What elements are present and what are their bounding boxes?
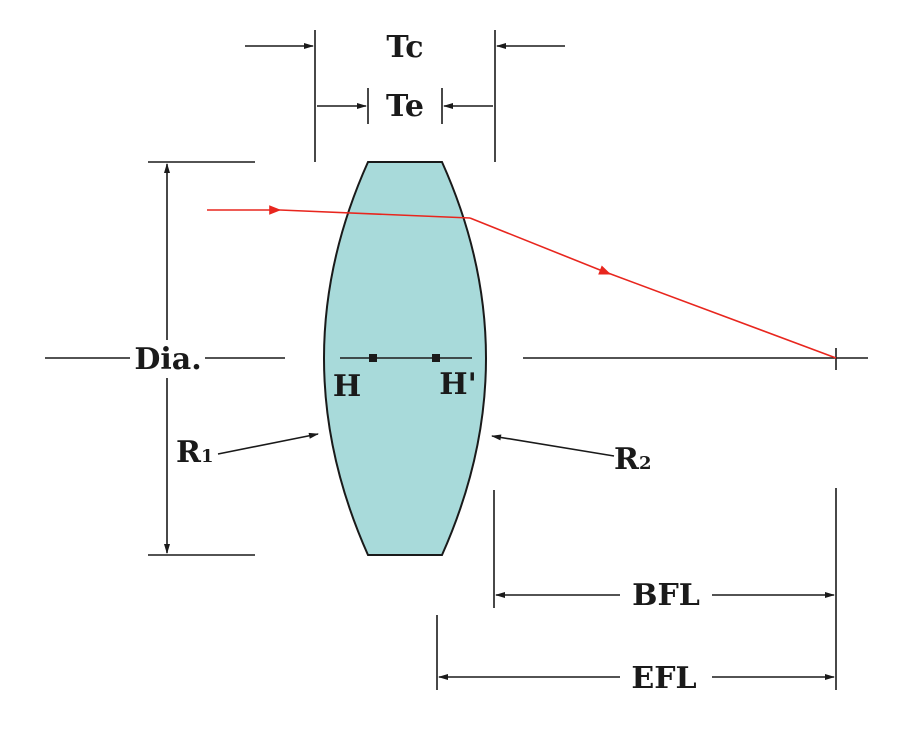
h-label: H xyxy=(333,369,361,404)
te-label: Te xyxy=(386,89,424,124)
r2-leader xyxy=(491,434,615,457)
efl-label: EFL xyxy=(631,661,696,696)
r1-label: R1 xyxy=(176,435,213,470)
ray-outgoing-2 xyxy=(607,272,837,359)
r2-label-sub: 2 xyxy=(639,453,652,474)
ray-incoming-2 xyxy=(279,209,471,219)
r2-label-main: R xyxy=(614,442,640,477)
principal-point-h-prime xyxy=(432,354,440,362)
r1-label-main: R xyxy=(176,435,202,470)
r1-label-sub: 1 xyxy=(201,446,214,467)
dia-label: Dia. xyxy=(134,342,201,377)
h-prime-label: H' xyxy=(439,367,477,402)
r1-leader xyxy=(217,432,319,455)
principal-point-h xyxy=(369,354,377,362)
r2-label: R2 xyxy=(614,442,651,477)
bfl-label: BFL xyxy=(632,578,700,613)
tc-label: Tc xyxy=(386,30,423,65)
ray-outgoing xyxy=(469,217,612,275)
